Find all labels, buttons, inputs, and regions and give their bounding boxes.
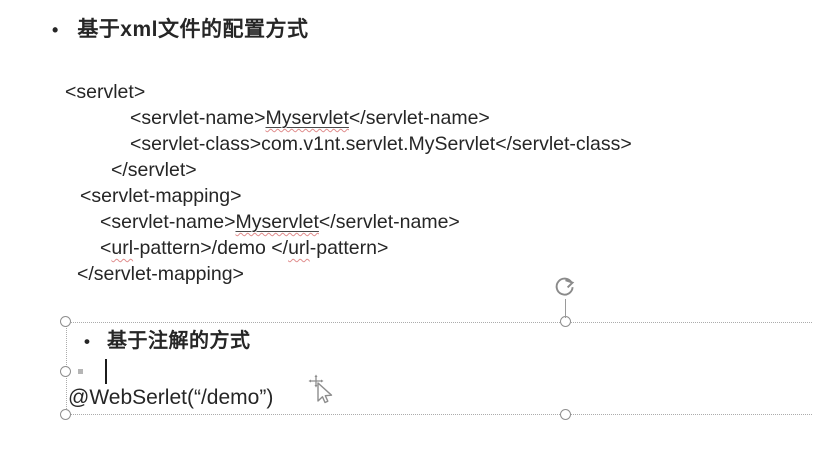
selected-textbox[interactable]: • 基于注解的方式 @WebSerlet(“/demo”) — [66, 322, 813, 415]
rotate-handle-stem — [565, 299, 566, 318]
code-line: <url-pattern>/demo </url-pattern> — [100, 237, 389, 259]
code-line: <servlet-name>Myservlet</servlet-name> — [130, 107, 490, 129]
code-line: <servlet> — [65, 81, 146, 103]
annotation-section-heading: • 基于注解的方式 — [84, 329, 250, 354]
resize-handle-bottom-middle[interactable] — [560, 409, 571, 420]
code-line: </servlet> — [111, 159, 197, 181]
bullet-marker: • — [52, 20, 59, 40]
resize-handle-middle-left[interactable] — [60, 366, 71, 377]
code-line: </servlet-mapping> — [77, 263, 244, 285]
move-cursor-icon — [306, 374, 340, 413]
sub-bullet-marker — [78, 369, 83, 374]
xml-code-block: <servlet> <servlet-name>Myservlet</servle… — [0, 79, 813, 287]
rotate-handle-icon[interactable] — [552, 274, 578, 305]
code-line: <servlet-class>com.v1nt.servlet.MyServle… — [130, 133, 632, 155]
resize-handle-bottom-left[interactable] — [60, 409, 71, 420]
xml-section-heading: • 基于xml文件的配置方式 — [52, 17, 309, 43]
resize-handle-top-left[interactable] — [60, 316, 71, 327]
xml-section-title: 基于xml文件的配置方式 — [77, 18, 309, 41]
annotation-code-text: @WebSerlet(“/demo”) — [68, 386, 274, 409]
annotation-section-title: 基于注解的方式 — [106, 330, 251, 352]
bullet-marker: • — [84, 332, 90, 351]
text-cursor-caret — [105, 359, 107, 384]
code-line: <servlet-mapping> — [80, 185, 242, 207]
code-line: <servlet-name>Myservlet</servlet-name> — [100, 211, 460, 233]
